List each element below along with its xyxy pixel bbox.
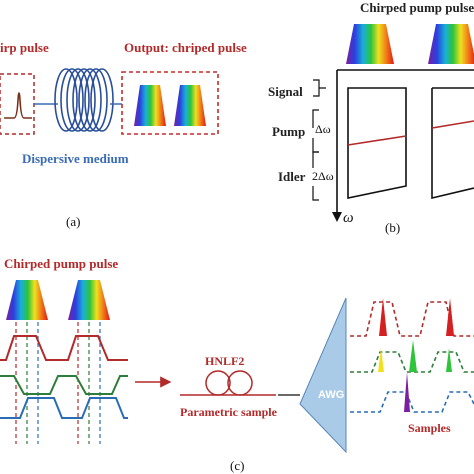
purple-sample-1 [404,372,410,412]
frequency-axis-arrow [332,212,342,222]
awg-device [299,297,347,454]
pump-label: Pump [272,124,305,139]
yellow-sample-1 [378,348,384,372]
pump-pulse-title-c: Chirped pump pulse [4,256,118,271]
blue-channel-waveform [0,397,128,419]
pump-pulse-b-2 [428,24,474,64]
pump-delta-omega: Δω [315,122,331,136]
output-pulse-box [121,71,219,135]
hnlf-label: HNLF2 [205,354,244,368]
green-output-path [350,351,474,373]
red-output-path [350,301,474,337]
input-pulse-waveform [4,92,32,119]
blue-output-path [350,391,474,413]
input-pulse-label: irp pulse [0,40,49,55]
pump-pulse-c-1 [6,280,48,320]
pump-pulse-title-b: Chirped pump pulse [360,0,474,15]
signal-label: Signal [268,84,303,99]
output-chirped-pulse-1 [134,85,166,126]
panel-c: Chirped pump pulse HNLF2 Parametric samp… [0,256,474,473]
parametric-sample-label: Parametric sample [180,405,278,419]
chirp-window-1 [347,87,407,199]
green-sample-2 [446,348,452,372]
output-label: Output: chriped pulse [124,40,247,55]
idler-brace [312,151,319,201]
idler-label: Idler [278,169,306,184]
green-sample-1 [409,340,417,372]
awg-outputs [350,301,474,413]
omega-axis-label: ω [343,210,354,226]
idler-delta-omega: 2Δω [312,169,334,183]
awg-label: AWG [318,389,344,401]
red-channel-waveform [0,335,128,361]
pump-chirp-line-1 [347,135,407,146]
panel-a: irp pulse Output: chriped pulse Dispersi… [0,40,247,229]
samples-label: Samples [408,421,451,435]
chirp-window-2 [431,87,474,200]
caption-b: (b) [385,220,400,235]
hnlf-fiber-loops [205,370,253,396]
pump-pulse-c-2 [68,280,110,320]
red-sample-2 [446,298,454,336]
output-chirped-pulse-2 [174,85,206,126]
pump-chirp-line-2 [431,120,474,129]
sampling-guide-lines [15,322,101,444]
green-channel-waveform [0,375,128,395]
caption-a: (a) [66,214,80,229]
red-sample-1 [379,298,387,336]
dispersive-fiber-coil [54,68,114,132]
pump-pulse-b-1 [346,24,394,64]
dispersive-medium-label: Dispersive medium [22,151,129,166]
signal-brace [313,79,326,97]
sample-spikes [378,298,454,412]
panel-b: Chirped pump pulse ω Signal Pump Δω Idle… [268,0,474,235]
caption-c: (c) [230,458,244,473]
